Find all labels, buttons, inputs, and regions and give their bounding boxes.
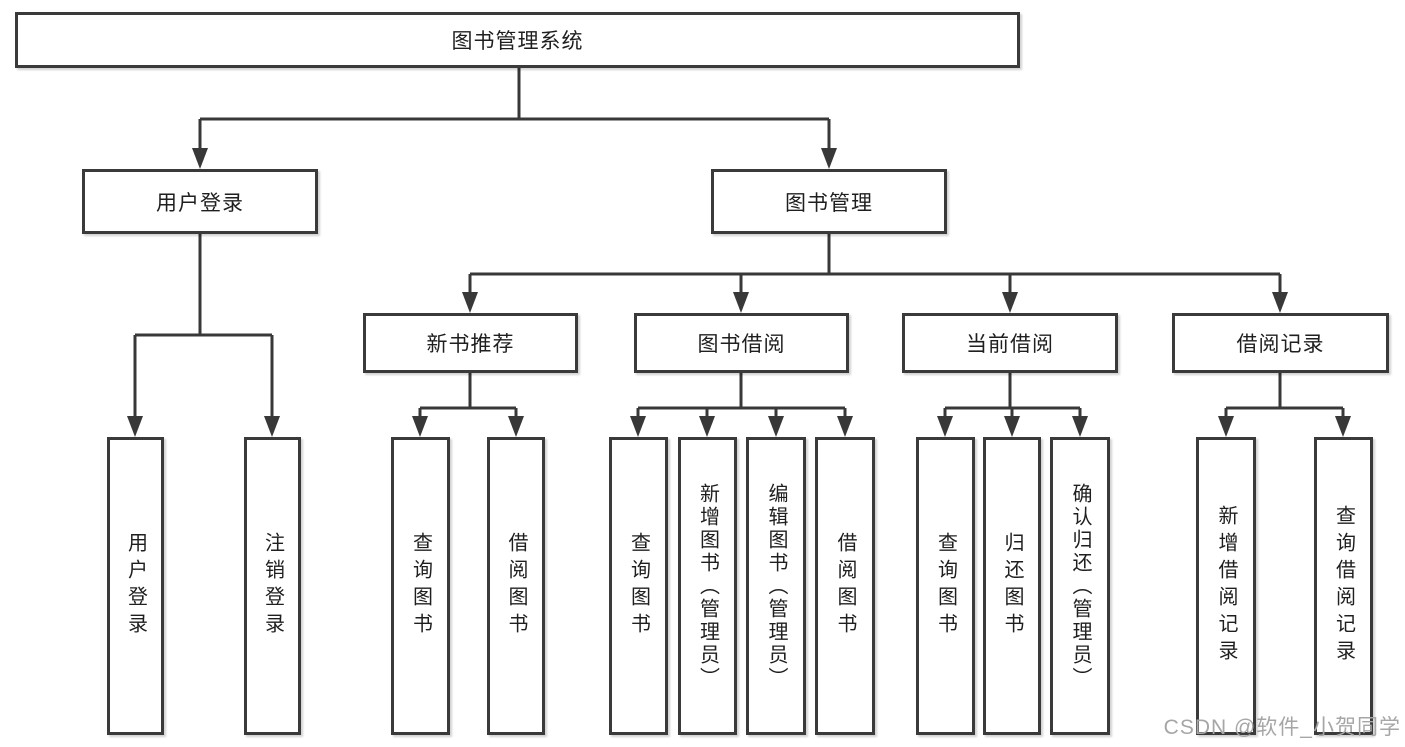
leaf-label: 用户登录 (124, 532, 147, 640)
leaf-label: 借阅图书 (834, 532, 856, 640)
leaf-label: 新增图书（管理员） (696, 482, 719, 690)
leaf-label: 借阅图书 (505, 532, 527, 640)
node-book-management: 图书管理 (711, 169, 947, 234)
node-label: 新书推荐 (426, 333, 515, 356)
leaf-label: 查询图书 (409, 532, 432, 640)
leaf-label: 新增借阅记录 (1215, 505, 1237, 667)
leaf-label: 归还图书 (1001, 532, 1023, 640)
node-label: 图书管理 (785, 191, 873, 215)
csdn-watermark: CSDN @软件_小贺同学 (1163, 716, 1401, 739)
leaf-query-books-current: 查询图书 (916, 437, 975, 735)
leaf-query-books-borrowing: 查询图书 (609, 437, 668, 735)
leaf-label: 查询图书 (934, 532, 957, 640)
leaf-add-books-admin: 新增图书（管理员） (678, 437, 737, 735)
node-label: 借阅记录 (1236, 333, 1325, 356)
node-user-login: 用户登录 (82, 169, 318, 234)
leaf-borrow-books-newbook: 借阅图书 (487, 437, 545, 735)
leaf-confirm-return-admin: 确认归还（管理员） (1050, 437, 1110, 735)
leaf-add-borrow-record: 新增借阅记录 (1196, 437, 1256, 735)
leaf-label: 查询借阅记录 (1332, 505, 1355, 667)
node-new-book-recommend: 新书推荐 (363, 313, 578, 373)
leaf-query-borrow-record: 查询借阅记录 (1314, 437, 1373, 735)
node-current-borrowing: 当前借阅 (902, 313, 1118, 373)
leaf-label: 注销登录 (261, 532, 284, 640)
leaf-label: 确认归还（管理员） (1069, 482, 1091, 690)
node-borrowing-records: 借阅记录 (1172, 313, 1389, 373)
arrowheads (127, 148, 1351, 437)
leaf-borrow-books-borrowing: 借阅图书 (815, 437, 875, 735)
node-label: 图书借阅 (697, 333, 786, 356)
node-label: 图书管理系统 (451, 30, 584, 53)
leaf-user-login: 用户登录 (107, 437, 164, 735)
node-library-system: 图书管理系统 (15, 12, 1020, 68)
leaf-logout-login: 注销登录 (244, 437, 301, 735)
node-label: 用户登录 (156, 191, 244, 215)
leaf-label: 编辑图书（管理员） (765, 482, 787, 690)
node-label: 当前借阅 (966, 333, 1054, 356)
leaf-return-books: 归还图书 (983, 437, 1041, 735)
leaf-label: 查询图书 (627, 532, 650, 640)
leaf-edit-books-admin: 编辑图书（管理员） (746, 437, 806, 735)
leaf-query-books-newbook: 查询图书 (391, 437, 450, 735)
node-book-borrowing: 图书借阅 (634, 313, 849, 373)
